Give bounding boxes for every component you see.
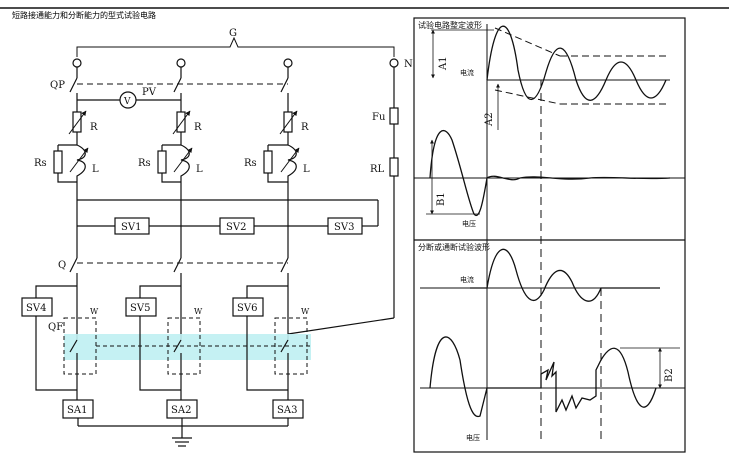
shunt-resistor-phase-3 xyxy=(263,150,273,174)
terminal-phase-3 xyxy=(283,58,293,68)
w-label-2: W xyxy=(194,307,203,316)
sv4-box xyxy=(21,297,53,317)
sv3-box xyxy=(327,217,363,235)
top-voltage-label: 电压 xyxy=(462,219,476,228)
fu-label: Fu xyxy=(372,112,386,123)
sv6-label: SV6 xyxy=(237,303,257,314)
bottom-voltage-waveform xyxy=(420,336,685,418)
rs-label-2: Rs xyxy=(138,158,151,169)
sv6-box xyxy=(232,297,264,317)
r-label-2: R xyxy=(194,122,202,133)
qf-label: QF xyxy=(48,322,63,333)
header-caption: 短路接通能力和分断能力的型式试验电路 xyxy=(12,10,156,20)
rl-label: RL xyxy=(370,164,385,175)
pv-label: PV xyxy=(142,87,157,98)
sv1-label: SV1 xyxy=(121,222,141,233)
neutral-label: N xyxy=(404,59,413,70)
rs-label-1: Rs xyxy=(34,158,47,169)
waveform-panel xyxy=(413,17,686,453)
load-resistor-symbol xyxy=(389,157,399,177)
rs-label-3: Rs xyxy=(244,158,257,169)
terminal-phase-1 xyxy=(72,58,82,68)
q-label: Q xyxy=(58,260,66,271)
top-voltage-waveform xyxy=(414,129,685,217)
terminal-phase-2 xyxy=(176,58,186,68)
resistor-phase-3 xyxy=(283,111,293,133)
a2-label: A2 xyxy=(484,112,495,127)
sv4-label: SV4 xyxy=(26,303,46,314)
shunt-resistor-phase-2 xyxy=(157,150,167,174)
shunt-resistor-phase-1 xyxy=(53,150,63,174)
top-current-label: 电流 xyxy=(460,68,474,77)
terminal-neutral xyxy=(389,58,399,68)
sv1-box xyxy=(114,217,150,235)
top-current-waveform xyxy=(431,25,670,130)
circuit-diagram xyxy=(53,36,399,340)
l-label-1: L xyxy=(92,164,99,175)
qf-highlight-band xyxy=(64,334,311,360)
bottom-voltage-label: 电压 xyxy=(466,433,480,442)
b2-label: B2 xyxy=(664,368,675,382)
qp-label: QP xyxy=(50,80,65,91)
fuse-symbol xyxy=(389,107,399,125)
bus-label: G xyxy=(229,28,237,39)
sv5-label: SV5 xyxy=(130,303,150,314)
bottom-panel-title: 分断或通断试验波形 xyxy=(418,242,490,252)
sv2-box xyxy=(219,217,255,235)
sa2-label: SA2 xyxy=(171,405,191,416)
sv5-box xyxy=(125,297,157,317)
voltmeter-symbol: V xyxy=(123,97,131,107)
sv2-label: SV2 xyxy=(226,222,246,233)
b1-label: B1 xyxy=(436,192,447,206)
ground-icon xyxy=(172,437,192,447)
sa1-label: SA1 xyxy=(67,405,87,416)
a1-label: A1 xyxy=(438,56,449,71)
w-label-3: W xyxy=(301,307,310,316)
w-label-1: W xyxy=(90,307,99,316)
bottom-current-label: 电流 xyxy=(460,275,474,284)
resistor-phase-2 xyxy=(176,111,186,133)
top-panel-title: 试验电路整定波形 xyxy=(418,20,482,30)
l-label-3: L xyxy=(303,164,310,175)
r-label-3: R xyxy=(301,122,309,133)
sa3-label: SA3 xyxy=(277,405,297,416)
resistor-phase-1 xyxy=(72,111,82,133)
r-label-1: R xyxy=(90,122,98,133)
voltmeter-icon xyxy=(119,91,137,109)
sv3-label: SV3 xyxy=(334,222,354,233)
bottom-current-waveform xyxy=(420,248,660,302)
l-label-2: L xyxy=(196,164,203,175)
